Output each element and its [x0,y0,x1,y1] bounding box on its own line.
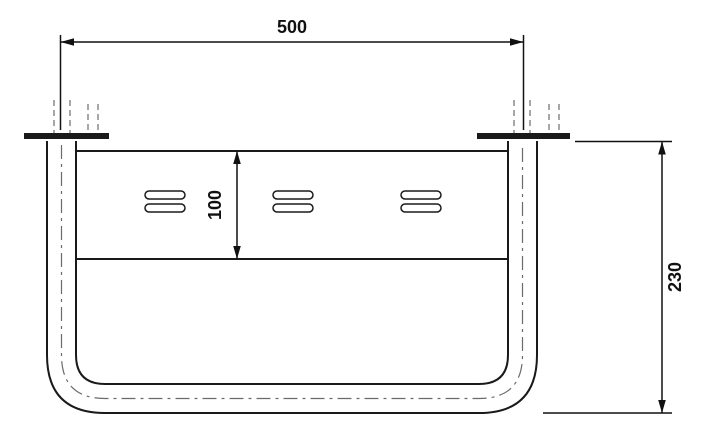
arrowhead-right [510,38,524,46]
tube-inner-line [75,141,509,385]
dimension-total-height [543,140,672,414]
slot [400,190,442,200]
panel-slots [144,190,442,213]
arrowhead-up [658,141,666,155]
dimension-panel-height [233,151,241,259]
slot [144,190,186,200]
slot [272,190,314,200]
dimension-total-height-label: 230 [665,262,685,292]
slot [272,203,314,213]
arrowhead-down [233,246,241,259]
hidden-lines [53,100,560,133]
mounting-flanges [24,133,570,139]
arrowhead-left [60,38,74,46]
arrowhead-down [658,400,666,413]
arrowhead-up [233,151,241,164]
dimension-panel-height-label: 100 [205,190,225,220]
tube-outer-line [46,141,538,414]
dimension-width [59,35,525,130]
left-flange [24,133,109,139]
u-tube-frame [46,141,538,414]
dimension-width-label: 500 [277,17,307,37]
slot [144,203,186,213]
slotted-panel [76,150,508,260]
right-flange [477,133,570,139]
tube-centerline [60,145,524,400]
slot [400,203,442,213]
